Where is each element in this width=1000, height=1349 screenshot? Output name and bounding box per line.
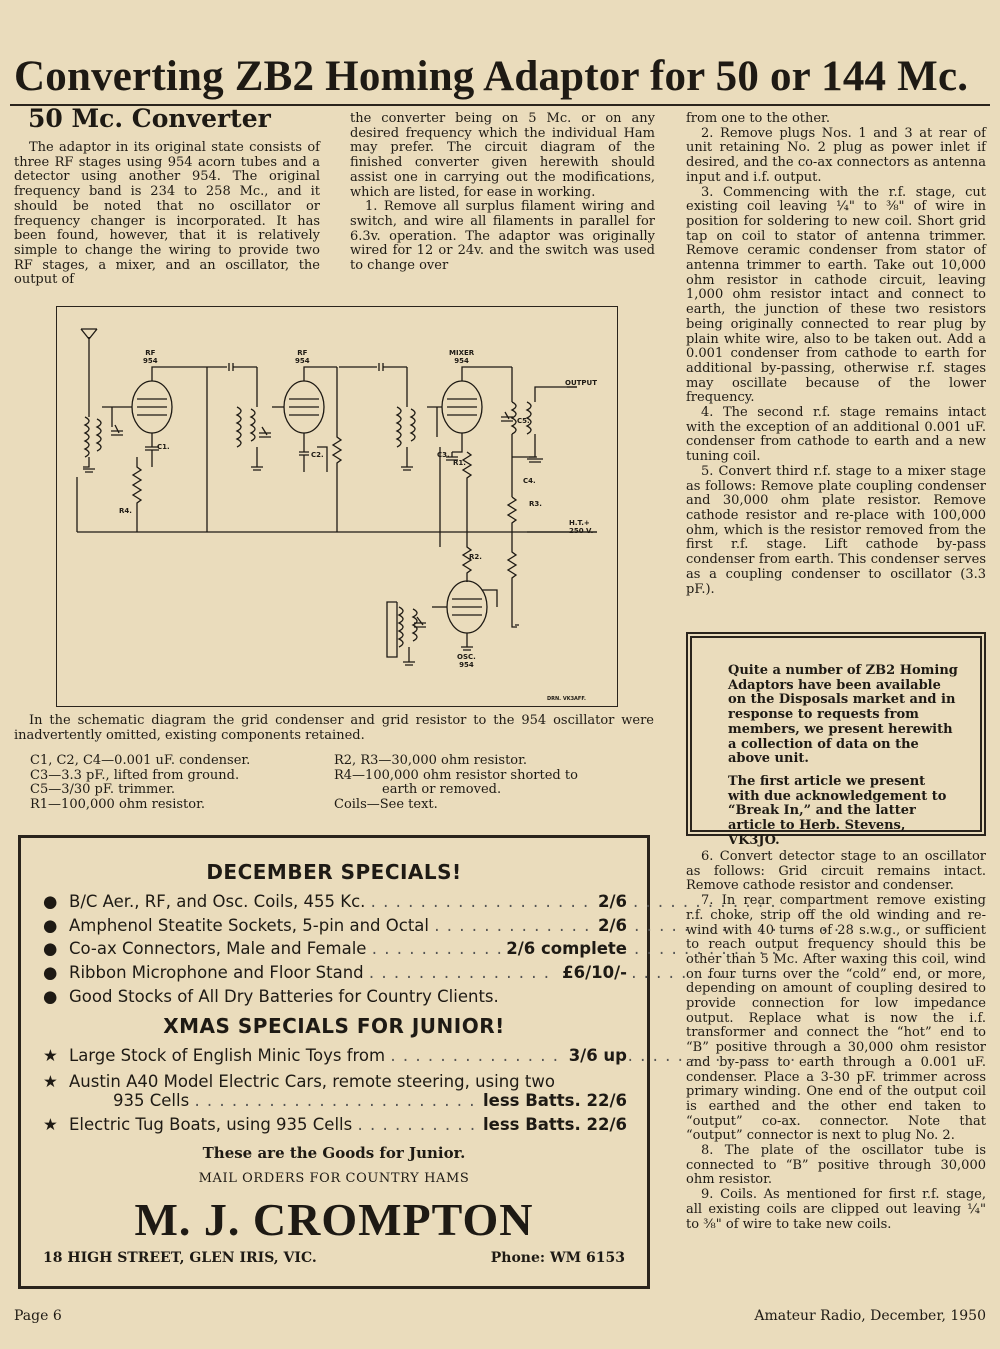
label-osc: OSC. 954 [457, 653, 476, 669]
parts-list-left: C1, C2, C4—0.001 uF. condenser. C3—3.3 p… [30, 753, 251, 813]
ad-item: ●Amphenol Steatite Sockets, 5-pin and Oc… [43, 916, 841, 936]
part-line: earth or removed. [382, 782, 502, 798]
bullet-icon: ● [43, 987, 58, 1006]
paragraph: The adaptor in its original state consis… [14, 140, 320, 288]
label-rf1: RF 954 [143, 349, 158, 365]
label-output: OUTPUT [565, 379, 597, 387]
part-line: R1—100,000 ohm resistor. [30, 797, 205, 813]
crompton-advertisement: DECEMBER SPECIALS! ●B/C Aer., RF, and Os… [18, 835, 841, 1289]
ad-item: ●B/C Aer., RF, and Osc. Coils, 455 Kc. .… [43, 892, 777, 912]
ad-price: 2/6 complete [502, 939, 627, 959]
ad-price: less Batts. 22/6 [478, 1091, 627, 1111]
paragraph: 9. Coils. As mentioned for first r.f. st… [686, 1187, 986, 1232]
ad-item: ●Good Stocks of All Dry Batteries for Co… [43, 987, 499, 1006]
paragraph: 8. The plate of the oscillator tube is c… [686, 1143, 986, 1188]
ad-item: ★Electric Tug Boats, using 935 Cells . .… [43, 1115, 627, 1135]
title-rule [10, 104, 990, 106]
ad-heading-xmas: XMAS SPECIALS FOR JUNIOR! [163, 1014, 505, 1038]
label-c5: C5. [517, 417, 530, 425]
label-r4: R4. [119, 507, 132, 515]
paragraph: 3. Commencing with the r.f. stage, cut e… [686, 184, 986, 406]
part-line: C5—3/30 pF. trimmer. [30, 782, 175, 798]
page-number: Page 6 [14, 1308, 62, 1324]
ad-price: £6/10/- [558, 963, 627, 983]
column-1: The adaptor in its original state consis… [14, 140, 320, 288]
paragraph: 6. Convert detector stage to an oscillat… [686, 849, 986, 894]
paragraph: 1. Remove all surplus filament wiring an… [350, 199, 655, 274]
part-line: C3—3.3 pF., lifted from ground. [30, 767, 240, 783]
ad-company-name: M. J. CROMPTON [134, 1194, 534, 1245]
label-credit: DRN. VK3AFF. [547, 696, 586, 702]
ad-item-continued: 935 Cells . . . . . . . . . . . . . . . … [113, 1091, 627, 1111]
label-ht: H.T.+ 250 V. [569, 519, 594, 535]
paragraph: from one to the other. [686, 111, 830, 126]
label-c3: C3. [437, 451, 450, 459]
ad-price: 2/6 [594, 916, 627, 936]
ad-heading-december: DECEMBER SPECIALS! [206, 860, 462, 884]
ad-item: ●Co-ax Connectors, Male and Female . . .… [43, 939, 778, 959]
part-line: C1, C2, C4—0.001 uF. condenser. [30, 753, 251, 768]
parts-list-right: R2, R3—30,000 ohm resistor. R4—100,000 o… [334, 753, 578, 813]
note-paragraph: Quite a number of ZB2 Homing Adaptors ha… [728, 663, 958, 767]
part-line: R4—100,000 ohm resistor shorted to [334, 767, 578, 783]
part-line: Coils—See text. [334, 797, 438, 813]
schematic-diagram: RF 954 RF 954 MIXER 954 OSC. 954 OUTPUT … [56, 306, 618, 707]
paragraph: 2. Remove plugs Nos. 1 and 3 at rear of … [686, 125, 986, 185]
bullet-icon: ● [43, 892, 58, 911]
star-icon: ★ [43, 1115, 58, 1134]
note-paragraph: The first article we present with due ac… [728, 773, 947, 848]
column-3-top: from one to the other. 2. Remove plugs N… [686, 111, 986, 597]
star-icon: ★ [43, 1072, 58, 1091]
paragraph: 4. The second r.f. stage remains intact … [686, 405, 986, 465]
paragraph: the converter being on 5 Mc. or on any d… [350, 111, 655, 200]
publication-footer: Amateur Radio, December, 1950 [754, 1308, 986, 1324]
bullet-icon: ● [43, 916, 58, 935]
bullet-icon: ● [43, 939, 58, 958]
diagram-caption: In the schematic diagram the grid conden… [14, 713, 654, 743]
label-r1: R1. [453, 459, 466, 467]
article-title: Converting ZB2 Homing Adaptor for 50 or … [14, 53, 969, 100]
label-r3: R3. [529, 500, 542, 508]
section-heading: 50 Mc. Converter [28, 104, 271, 133]
label-c4: C4. [523, 477, 536, 485]
bullet-icon: ● [43, 963, 58, 982]
ad-mail-orders: MAIL ORDERS FOR COUNTRY HAMS [198, 1171, 470, 1186]
ad-price: 2/6 [594, 892, 627, 912]
label-r2: R2. [469, 553, 482, 561]
part-line: R2, R3—30,000 ohm resistor. [334, 753, 528, 768]
ad-item: ★Large Stock of English Minic Toys from … [43, 1046, 797, 1066]
star-icon: ★ [43, 1046, 58, 1065]
ad-price: less Batts. 22/6 [478, 1115, 627, 1135]
label-mixer: MIXER 954 [449, 349, 475, 365]
label-c1: C1. [157, 443, 170, 451]
editor-note-box: Quite a number of ZB2 Homing Adaptors ha… [686, 632, 986, 848]
column-3-bottom: 6. Convert detector stage to an oscillat… [686, 849, 986, 1232]
paragraph: 7. In rear compartment remove existing r… [686, 893, 986, 1144]
paragraph: 5. Convert third r.f. stage to a mixer s… [686, 463, 986, 597]
ad-tagline: These are the Goods for Junior. [202, 1144, 466, 1162]
caption-text: In the schematic diagram the grid conden… [14, 713, 654, 743]
ad-item: ★Austin A40 Model Electric Cars, remote … [43, 1072, 555, 1091]
ad-price: 3/6 up [564, 1046, 627, 1066]
column-2: the converter being on 5 Mc. or on any d… [350, 111, 655, 274]
ad-address: 18 HIGH STREET, GLEN IRIS, VIC. [43, 1250, 317, 1266]
ad-phone: Phone: WM 6153 [490, 1250, 625, 1266]
label-c2: C2. [311, 451, 324, 459]
ad-item: ●Ribbon Microphone and Floor Stand . . .… [43, 963, 775, 983]
schematic-drawing [76, 328, 597, 666]
label-rf2: RF 954 [295, 349, 310, 365]
